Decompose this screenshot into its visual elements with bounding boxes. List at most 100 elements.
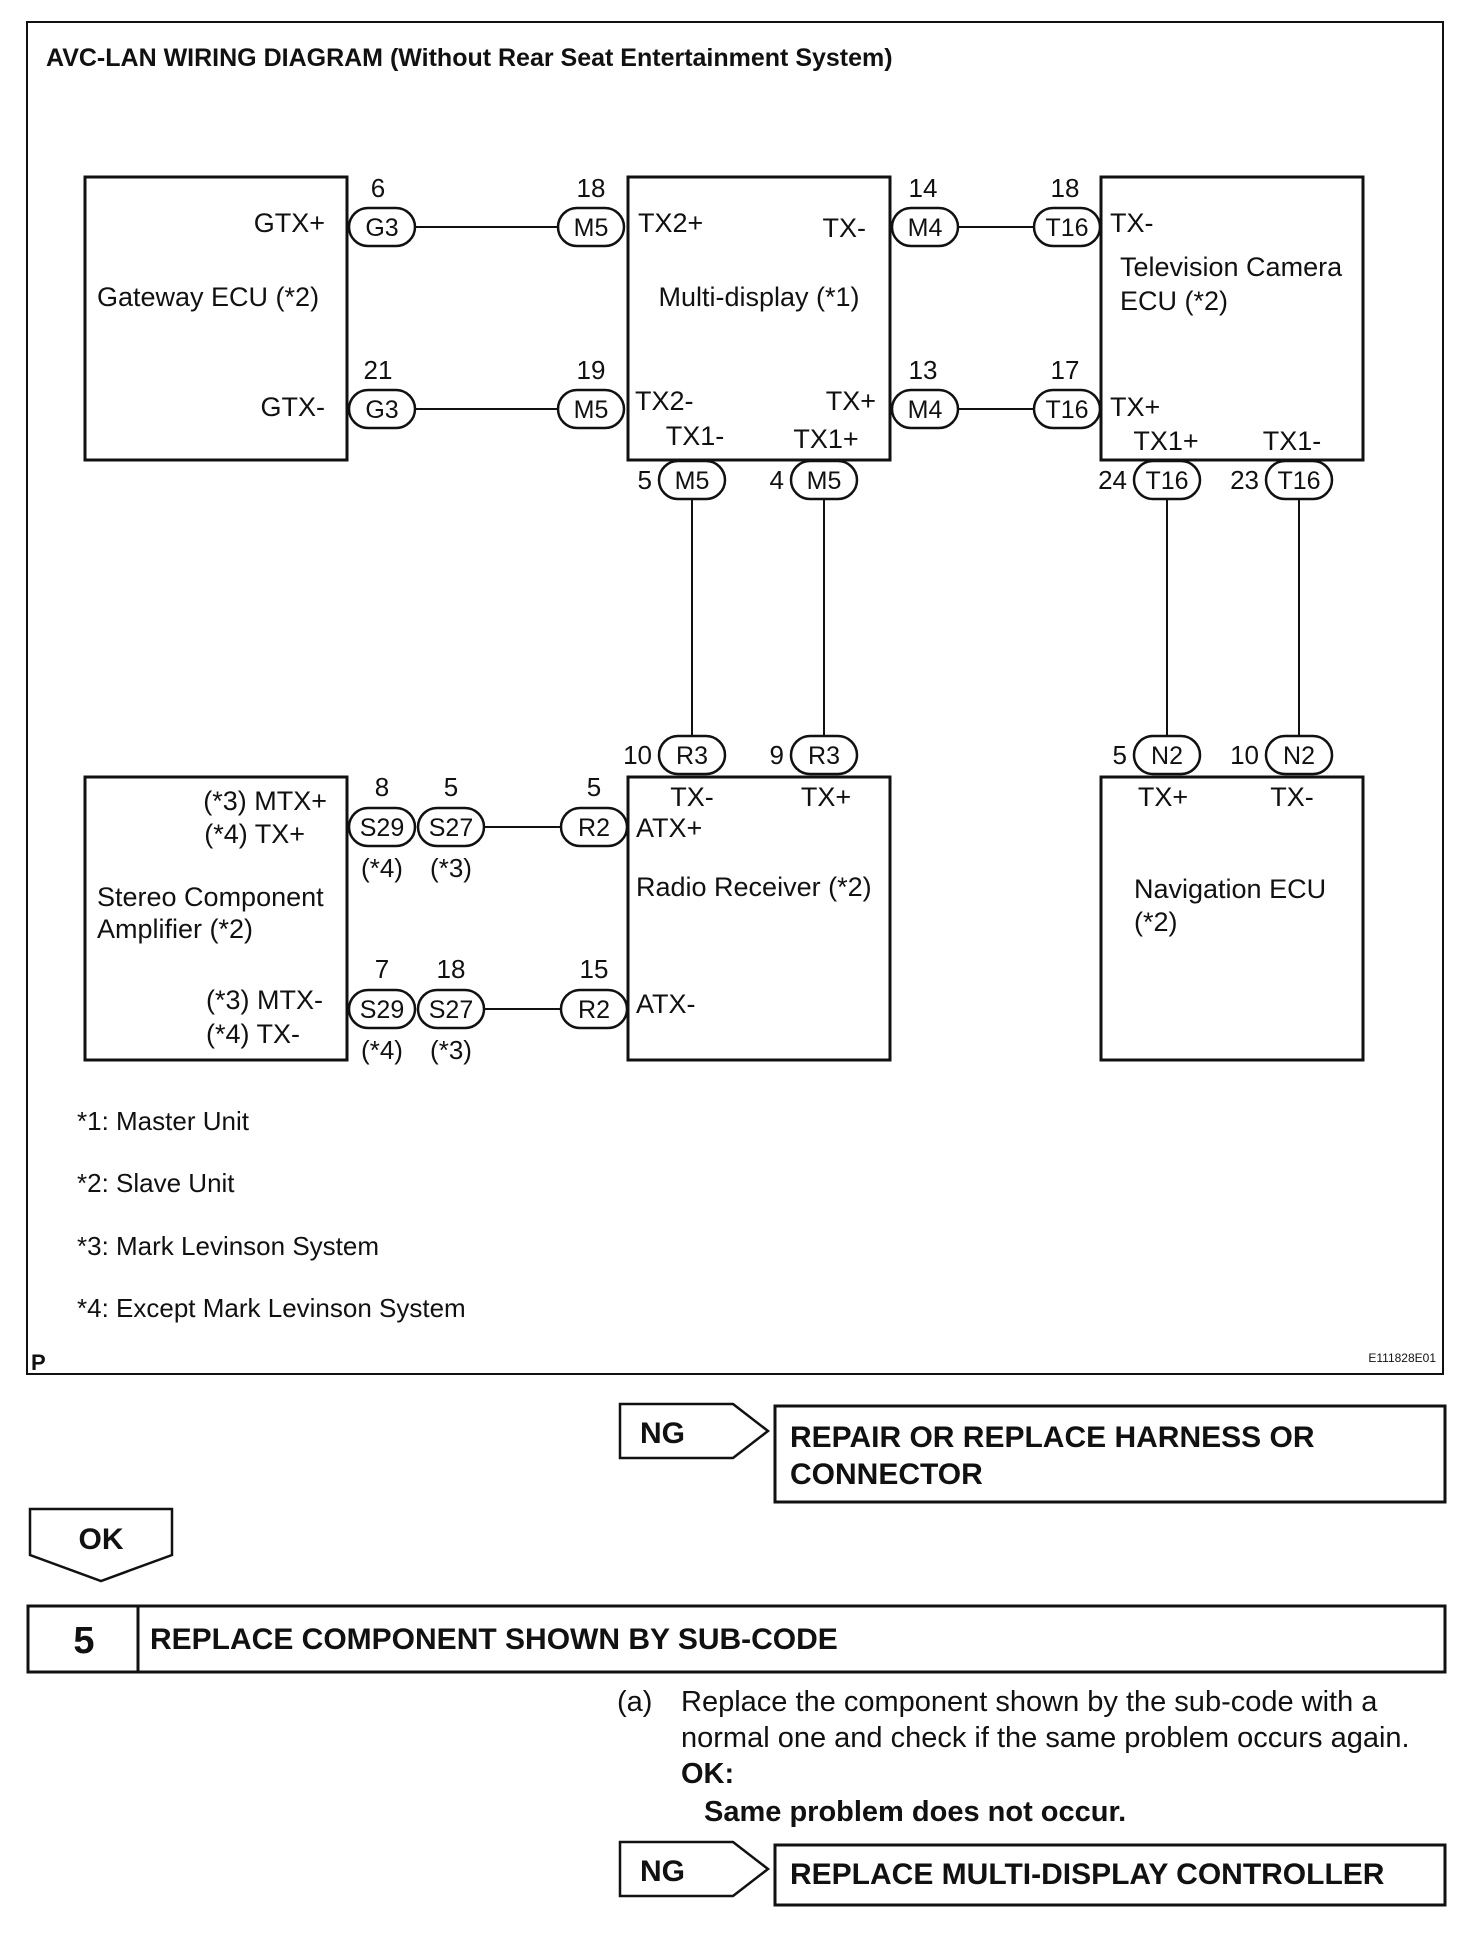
ng-arrow-2 [618,1840,771,1898]
footnote: *4: Except Mark Levinson System [77,1293,466,1323]
result-repair-line1: REPAIR OR REPLACE HARNESS OR [790,1421,1315,1454]
variant-mark: (*3) [430,853,472,883]
connector-m5-left [657,459,727,501]
connector-id: S27 [429,814,473,842]
pin-number: 15 [580,954,609,984]
instruction-line1: Replace the component shown by the sub-c… [681,1686,1378,1718]
figure-code: E111828E01 [1368,1351,1436,1365]
pin-number: 5 [638,465,652,495]
step-header [26,1604,1447,1674]
terminal-label: TX- [1110,208,1154,238]
radio-receiver-box [626,775,892,1062]
connector-id: R2 [578,996,610,1024]
connector-s27-top [416,806,486,848]
terminal-label: TX1- [666,421,725,451]
multidisplay-name: Multi-display (*1) [658,282,859,312]
step-title: REPLACE COMPONENT SHOWN BY SUB-CODE [150,1623,838,1656]
terminal-label: TX1+ [793,424,858,454]
footnote: *1: Master Unit [77,1106,250,1136]
pin-number: 18 [1051,173,1080,203]
connector-r3-left [657,734,727,776]
connector-id: T16 [1145,467,1188,495]
connector-s29-top [347,806,417,848]
instruction-marker: (a) [617,1686,652,1718]
pin-number: 8 [375,772,389,802]
gateway-ecu-box [83,175,349,462]
variant-mark: (*3) [430,1035,472,1065]
footnote: *3: Mark Levinson System [77,1231,379,1261]
connector-m4-top [890,206,960,248]
result-box-replace [773,1843,1447,1907]
terminal-label: GTX- [261,392,326,422]
pin-number: 21 [364,355,393,385]
connector-m5-top [556,206,626,248]
stereo-amplifier-box [83,775,349,1062]
connector-id: G3 [365,396,398,424]
connector-g3-top [347,206,417,248]
connector-t16-bottom [1032,388,1102,430]
pin-number: 18 [437,954,466,984]
terminal-label: TX+ [1138,782,1188,812]
connector-id: M4 [908,396,943,424]
terminal-label: TX+ [826,386,876,416]
pin-number: 5 [1113,740,1127,770]
terminal-label: (*3) MTX- [206,985,323,1015]
wires [415,226,1300,1010]
pin-number: 10 [623,740,652,770]
connector-id: R3 [808,742,840,770]
pin-number: 19 [577,355,606,385]
ok-heading: OK: [681,1758,734,1790]
connector-id: G3 [365,214,398,242]
diagram-title: AVC-LAN WIRING DIAGRAM (Without Rear Sea… [46,44,893,72]
pin-number: 7 [375,954,389,984]
connector-r3-right [789,734,859,776]
ok-arrow [28,1507,174,1583]
terminal-label: TX+ [1110,392,1160,422]
connector-id: T16 [1277,467,1320,495]
terminal-label: TX- [670,782,714,812]
pin-number: 18 [577,173,606,203]
connector-id: M5 [574,214,609,242]
connector-id: M4 [908,214,943,242]
terminal-label: TX- [823,213,867,243]
connector-r2-bottom [559,988,629,1030]
terminal-label: TX1- [1263,426,1322,456]
diagram-frame [26,21,1444,1375]
connector-r2-top [559,806,629,848]
connector-g3-bottom [347,388,417,430]
stereo-amplifier-name-line1: Stereo Component [97,882,324,912]
connector-m4-bottom [890,388,960,430]
pin-number: 23 [1230,465,1259,495]
pin-number: 5 [587,772,601,802]
ng-label: NG [640,1855,685,1888]
connector-id: N2 [1151,742,1183,770]
ng-label: NG [640,1417,685,1450]
pin-number: 10 [1230,740,1259,770]
terminal-label: (*4) TX- [206,1019,300,1049]
footnote: *2: Slave Unit [77,1168,235,1198]
terminal-label: GTX+ [254,208,325,238]
variant-mark: (*4) [361,853,403,883]
connector-id: R2 [578,814,610,842]
radio-receiver-name: Radio Receiver (*2) [636,872,872,902]
terminal-label: ATX- [636,989,696,1019]
navigation-ecu-box [1099,775,1365,1062]
tv-camera-name-line1: Television Camera [1120,252,1343,282]
connector-m5-right [789,459,859,501]
connector-m5-bottom [556,388,626,430]
terminal-label: TX2+ [638,208,703,238]
ng-arrow-1 [618,1402,771,1460]
connector-id: M5 [574,396,609,424]
navigation-ecu-name-line2: (*2) [1134,907,1178,937]
connector-n2-right [1264,734,1334,776]
stereo-amplifier-name-line2: Amplifier (*2) [97,914,253,944]
navigation-ecu-name-line1: Navigation ECU [1134,874,1326,904]
corner-mark: P [31,1350,46,1375]
connector-id: S29 [360,814,404,842]
tv-camera-ecu-box [1099,175,1365,462]
instruction-line2: normal one and check if the same problem… [681,1722,1410,1754]
pin-number: 17 [1051,355,1080,385]
pin-number: 14 [909,173,938,203]
result-repair-line2: CONNECTOR [790,1458,983,1491]
